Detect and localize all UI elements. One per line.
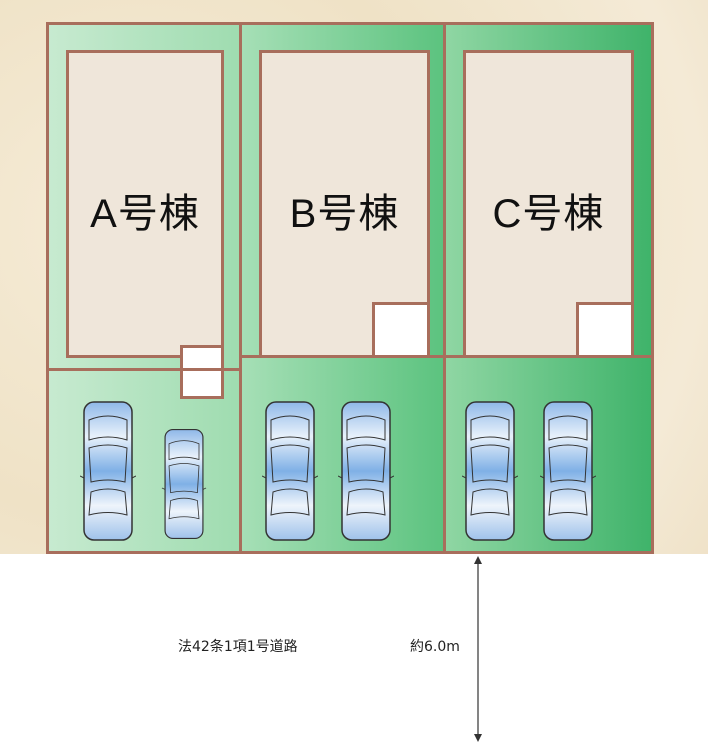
road-width-arrow	[474, 556, 482, 742]
building-c-entrance	[576, 302, 634, 358]
car-a1	[80, 400, 136, 542]
building-a-entrance	[180, 345, 224, 399]
building-b-label: B号棟	[289, 192, 400, 236]
building-a-label: A号棟	[90, 192, 200, 236]
car-c1	[462, 400, 518, 542]
building-a: A号棟	[66, 50, 224, 358]
car-b2	[338, 400, 394, 542]
parking-line-c	[443, 355, 654, 358]
parking-line-b	[239, 355, 446, 358]
road-width-label: 約6.0m	[410, 639, 460, 655]
road	[0, 554, 708, 750]
building-c-label: C号棟	[492, 192, 605, 236]
parking-line-a	[46, 368, 242, 371]
car-a2-compact	[158, 428, 210, 540]
road-label: 法42条1項1号道路	[178, 639, 298, 655]
car-c2	[540, 400, 596, 542]
car-b1	[262, 400, 318, 542]
building-b-entrance	[372, 302, 430, 358]
